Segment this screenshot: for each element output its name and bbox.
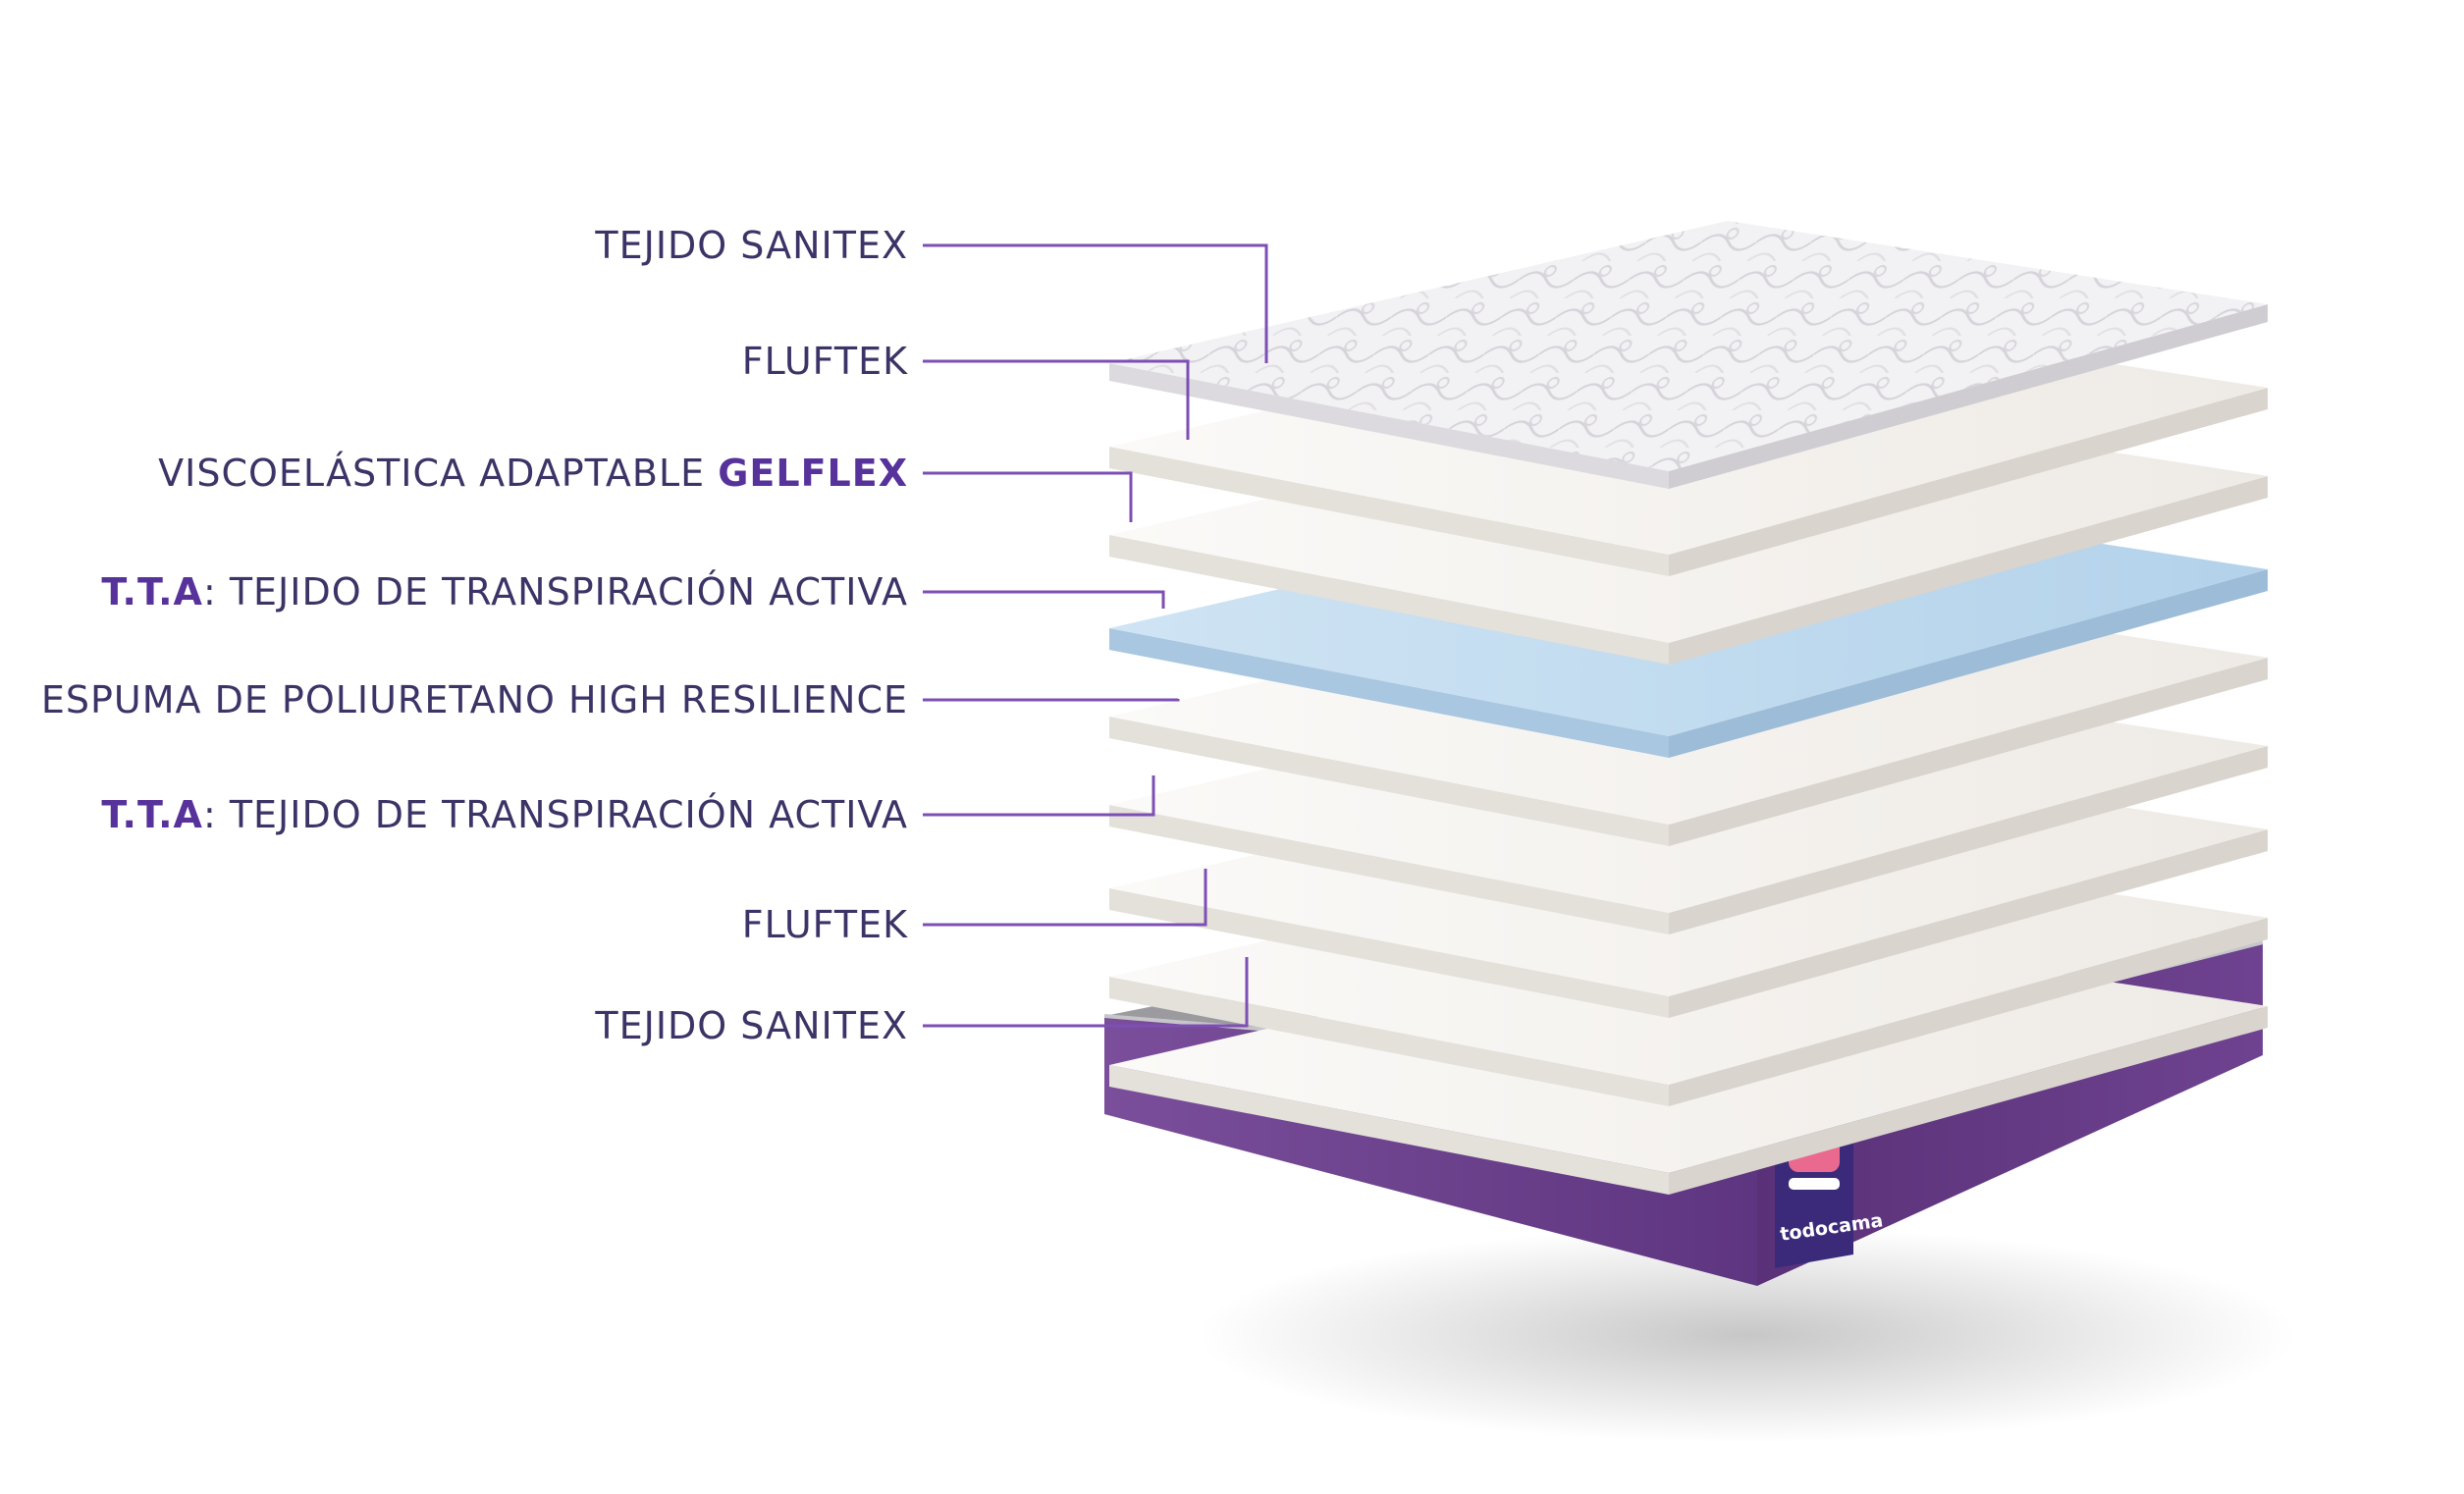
layer-label-7: FLUFTEK — [742, 906, 908, 943]
layer-label-name: VISCOELÁSTICA ADAPTABLE — [158, 452, 719, 495]
slab-edge-front — [1109, 1065, 1669, 1195]
layer-slab-quilt — [1109, 221, 2268, 489]
slab-edge-front — [1109, 717, 1669, 846]
layer-label-3: VISCOELÁSTICA ADAPTABLE GELFLEX — [158, 454, 908, 492]
slab-top — [1109, 221, 2268, 471]
layer-label-1: TEJIDO SANITEX — [595, 227, 908, 264]
layer-label-name: FLUFTEK — [741, 340, 908, 383]
slab-edge-side — [1669, 918, 2268, 1106]
layer-label-6: T.T.A: TEJIDO DE TRANSPIRACIÓN ACTIVA — [101, 796, 908, 833]
layer-label-4: T.T.A: TEJIDO DE TRANSPIRACIÓN ACTIVA — [101, 573, 908, 611]
slab-edge-front — [1109, 888, 1669, 1018]
slab-edge-front — [1109, 363, 1669, 489]
layer-label-8: TEJIDO SANITEX — [595, 1007, 908, 1044]
slab-edge-side — [1669, 304, 2268, 489]
slab-edge-front — [1109, 805, 1669, 934]
layer-stack — [1109, 221, 2268, 1195]
slab-edge-side — [1669, 476, 2268, 665]
layer-label-highlight: GELFLEX — [718, 452, 908, 495]
layer-label-name: ESPUMA DE POLIURETANO HIGH RESILIENCE — [40, 678, 908, 721]
floor-shadow — [1198, 1227, 2297, 1443]
slab-edge-front — [1109, 628, 1669, 758]
slab-edge-side — [1669, 829, 2268, 1018]
slab-edge-side — [1669, 746, 2268, 934]
layer-label-name: : TEJIDO DE TRANSPIRACIÓN ACTIVA — [202, 793, 908, 836]
layer-label-name: TEJIDO SANITEX — [595, 224, 908, 267]
slab-edge-front — [1109, 447, 1669, 576]
slab-edge-front — [1109, 535, 1669, 665]
slab-edge-side — [1669, 388, 2268, 576]
layer-label-name: : TEJIDO DE TRANSPIRACIÓN ACTIVA — [202, 570, 908, 614]
layer-label-prefix: T.T.A — [101, 793, 203, 836]
slab-edge-side — [1669, 569, 2268, 758]
slab-edge-front — [1109, 977, 1669, 1106]
layer-label-name: FLUFTEK — [741, 903, 908, 946]
layer-label-name: TEJIDO SANITEX — [595, 1004, 908, 1047]
layer-label-2: FLUFTEK — [742, 343, 908, 380]
slab-edge-side — [1669, 658, 2268, 846]
slab-edge-side — [1669, 1006, 2268, 1195]
layer-label-5: ESPUMA DE POLIURETANO HIGH RESILIENCE — [41, 681, 908, 719]
layer-label-prefix: T.T.A — [101, 570, 203, 614]
